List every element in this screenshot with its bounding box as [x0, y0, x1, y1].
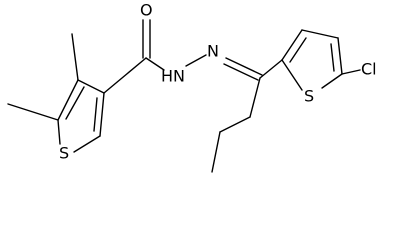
bond-c2-c3-right [281, 29, 303, 61]
methyl-c4-bond [71, 33, 79, 81]
left-thiophene-sulfur-label: S [59, 144, 69, 163]
dimethylthiophene-ring [57, 79, 105, 153]
chlorine-label: Cl [361, 60, 377, 79]
bond-c5-s1 [57, 119, 61, 145]
bond-nh-n [185, 54, 207, 67]
imine-nitrogen-label: N [207, 42, 219, 61]
bond-c3-c4 [77, 79, 105, 94]
bond-c5-s-right [321, 73, 343, 89]
bond-ring-carbonyl [103, 57, 147, 94]
bond-c4-c5-right-inner [330, 43, 335, 72]
bond-c4-c5 [57, 79, 79, 121]
hydrazide-nh-label: HN [161, 67, 185, 86]
propyl-bond-1 [249, 77, 261, 118]
bond-c-to-thiophene [259, 59, 283, 79]
bond-c2-c3 [99, 92, 105, 137]
bond-s-c2-right [281, 59, 303, 91]
bond-c-cl [341, 69, 361, 75]
bond-c2-c3-inner [93, 97, 98, 132]
bond-c3-c4-right [301, 29, 339, 39]
oxygen-label: O [140, 1, 153, 20]
methyl-c5-bond [7, 103, 59, 121]
chlorothiophene-ring [281, 29, 343, 91]
bond-n-c-double-a [225, 57, 263, 76]
propyl-bond-2 [219, 116, 251, 133]
propyl-bond-3 [211, 131, 221, 173]
right-thiophene-sulfur-label: S [304, 87, 314, 106]
bond-carbonyl-nh [145, 57, 165, 71]
bond-c4-c5-inner [65, 86, 85, 120]
bond-n-c-double-b [223, 63, 259, 81]
bond-c2-c3-right-inner [289, 37, 307, 63]
bond-s1-c2 [73, 135, 101, 153]
bond-c4-c5-right [337, 37, 343, 75]
chemical-structure-diagram: O HN N S S Cl [7, 1, 377, 173]
